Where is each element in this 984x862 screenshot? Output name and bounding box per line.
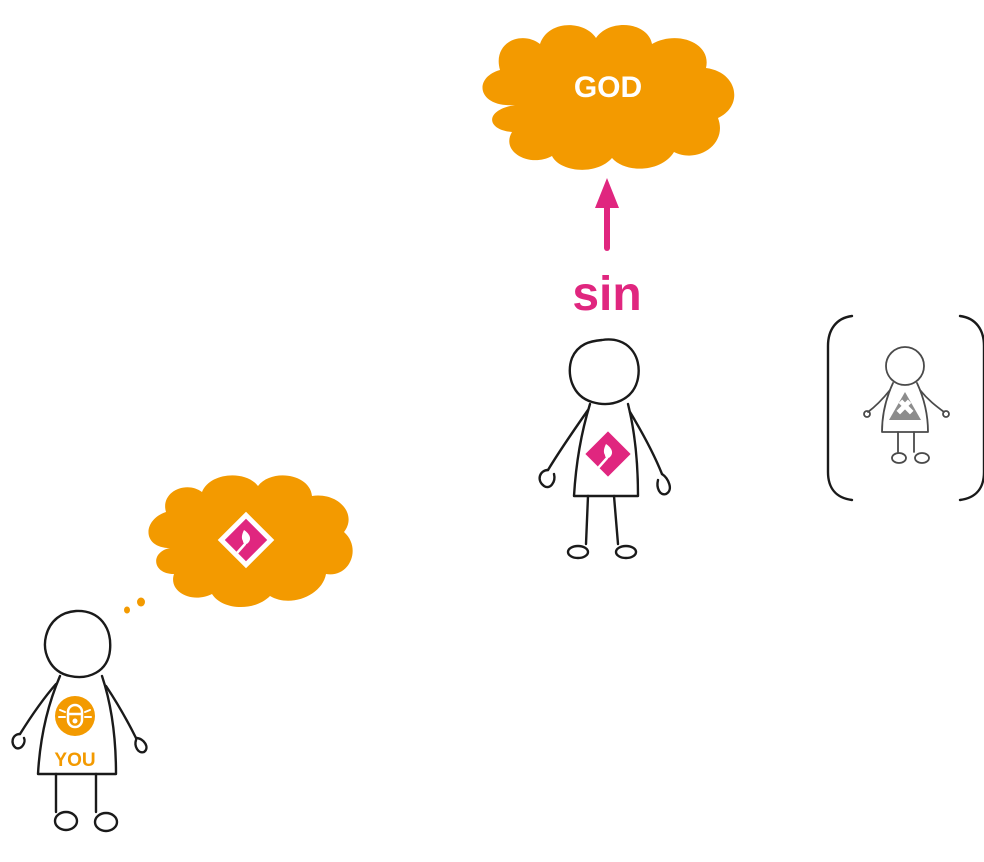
thought-dot-small [124,606,130,614]
sinner-left-arm [546,408,590,472]
thought-bubble-dots [124,597,145,614]
sinner-head [568,338,640,406]
you-left-foot [53,810,79,832]
small-figure-right-arm [919,389,945,413]
you-body [36,674,118,776]
you-legs [54,772,98,814]
sinner-legs [584,494,620,546]
you-right-arm [104,684,138,740]
right-bracket [958,314,984,502]
small-figure-legs [897,431,915,453]
lamp-circle-icon [55,696,95,736]
small-figure-head [885,346,925,386]
bracketed-figure-group [826,314,984,502]
sinner-left-hand [538,468,556,489]
arrow-up-icon [595,178,619,251]
left-bracket [826,314,854,502]
small-figure-left-arm [867,389,891,413]
sinner-right-arm [628,410,664,476]
small-figure-body [881,382,929,433]
you-head [43,609,112,679]
flame-diamond-icon [585,431,631,477]
sinner-figure [538,338,672,560]
god-cloud: GOD [482,25,735,170]
you-figure: YOU [11,609,148,833]
small-figure-right-foot [914,452,930,464]
sinner-left-foot [566,544,590,560]
you-left-hand [11,732,26,750]
small-figure-left-hand [863,410,871,418]
small-figure-right-hand [942,410,950,418]
thought-cloud [148,475,353,608]
sinner-body [572,402,640,498]
sinner-right-hand [656,472,672,496]
sinner-right-foot [614,544,638,560]
you-right-foot [93,811,119,833]
you-right-hand [134,736,148,754]
small-figure-left-foot [891,452,907,464]
thought-dot-large [137,597,145,607]
god-cloud-shape [482,25,735,170]
god-label: GOD [574,71,642,104]
sin-label: sin [572,268,641,321]
cross-triangle-icon [889,392,921,420]
you-label: YOU [54,750,95,771]
you-left-arm [18,682,58,736]
arrow-head [595,178,619,208]
